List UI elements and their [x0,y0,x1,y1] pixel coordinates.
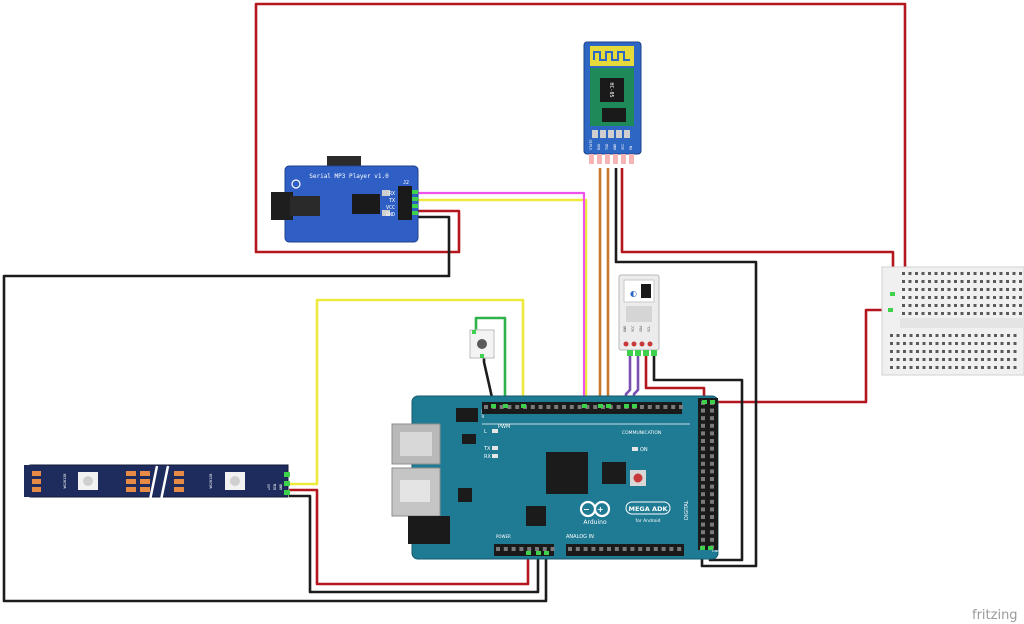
bt-chip-label: HC-05 [608,82,614,97]
button-cap-icon [477,339,487,349]
wire-power-led-strip [289,488,530,586]
led-pad-din: DIN [273,484,277,490]
mp3-title: Serial MP3 Player v1.0 [309,173,389,180]
bt-pin-state: STATE [589,139,593,150]
wire-endpoints [491,292,895,555]
push-button[interactable] [469,329,495,359]
wire-signal-mp3-rx [417,191,586,406]
label-rx: RX [484,454,491,460]
breadboard[interactable] [881,266,1024,376]
audio-jack [271,192,293,220]
label-on: ON [640,447,648,453]
label-tx: TX [483,446,491,452]
rtc-logo: ◐ [630,289,637,298]
power-jack [408,516,450,544]
arduino-model-sub: for Android [635,518,660,524]
breadboard-holes [890,272,1022,369]
wire-signal-button [474,316,507,406]
label-pwm: PWM [498,424,510,430]
label-l: L [484,429,487,435]
rtc-pin-scl: SCL [647,326,651,332]
bt-pin-txd: TXD [605,144,609,150]
arduino-mega-adk[interactable]: − + Arduino MEGA ADK for Android PWM COM… [391,395,720,560]
bt-pin-vcc: VCC [621,144,625,150]
wire-ground-led-strip [289,494,540,594]
arduino-name: Arduino [583,519,607,526]
wire-power-arduino-breadboard [712,308,890,404]
rtc-pin-vcc: VCC [631,326,635,332]
main-mcu-chip [546,452,588,494]
svg-text:+: + [597,505,604,514]
led-chip-label-2: WS2812B [209,474,213,489]
label-analog-in: ANALOG IN [566,534,594,540]
label-communication: COMMUNICATION [622,430,661,436]
arduino-model: MEGA ADK [629,505,669,513]
wire-signal-mp3-tx [417,198,588,406]
mp3-chip [352,194,380,214]
reset-button[interactable] [633,473,643,483]
mp3-pin-vcc: VCC [386,205,395,211]
wire-ground-long-loop [2,215,548,603]
fritzing-watermark: fritzing [972,608,1018,623]
wire-ground-bluetooth [614,168,758,568]
wire-signal-led-data [289,298,525,486]
rtc-pin-gnd: GND [623,326,627,332]
led-pad-gnd: GND [279,484,283,490]
headphone-icon [291,179,301,189]
bt-pin-rxd: RXD [597,144,601,150]
label-gnd: GND [712,549,720,553]
label-power: POWER [496,534,511,539]
wires [2,2,907,603]
mp3-pin-rx: RX [389,191,395,197]
mp3-header [398,186,412,220]
bt-pin-en: EN [629,146,633,150]
bt-chip [600,78,624,102]
led-strip[interactable]: WS2812B WS2812B +5V DIN GND [24,464,290,501]
label-digital: DIGITAL [684,500,690,520]
bluetooth-module[interactable]: HC-05 STATE RXD TXD GND VCC EN [583,41,642,164]
wire-power-top-loop [254,2,907,296]
led-pad-5v: +5V [267,483,271,490]
wire-power-rtc [644,356,706,402]
antenna-trace-icon [593,51,630,61]
svg-text:−: − [583,505,590,514]
mp3-header-label: J2 [403,180,409,186]
mp3-pin-tx: TX [389,198,395,204]
mp3-player-module[interactable]: Serial MP3 Player v1.0 J2 RX TX VCC GND [271,156,419,243]
mp3-pin-gnd: GND [386,212,395,218]
led-chip-label: WS2812B [63,474,67,489]
arduino-headers [482,398,718,556]
rtc-module[interactable]: ◐ GND VCC SDA SCL [618,274,660,356]
wire-power-bluetooth [620,168,895,294]
strip-break-icon [148,465,159,501]
rtc-pin-sda: SDA [639,325,643,332]
bt-pin-gnd: GND [613,144,617,150]
